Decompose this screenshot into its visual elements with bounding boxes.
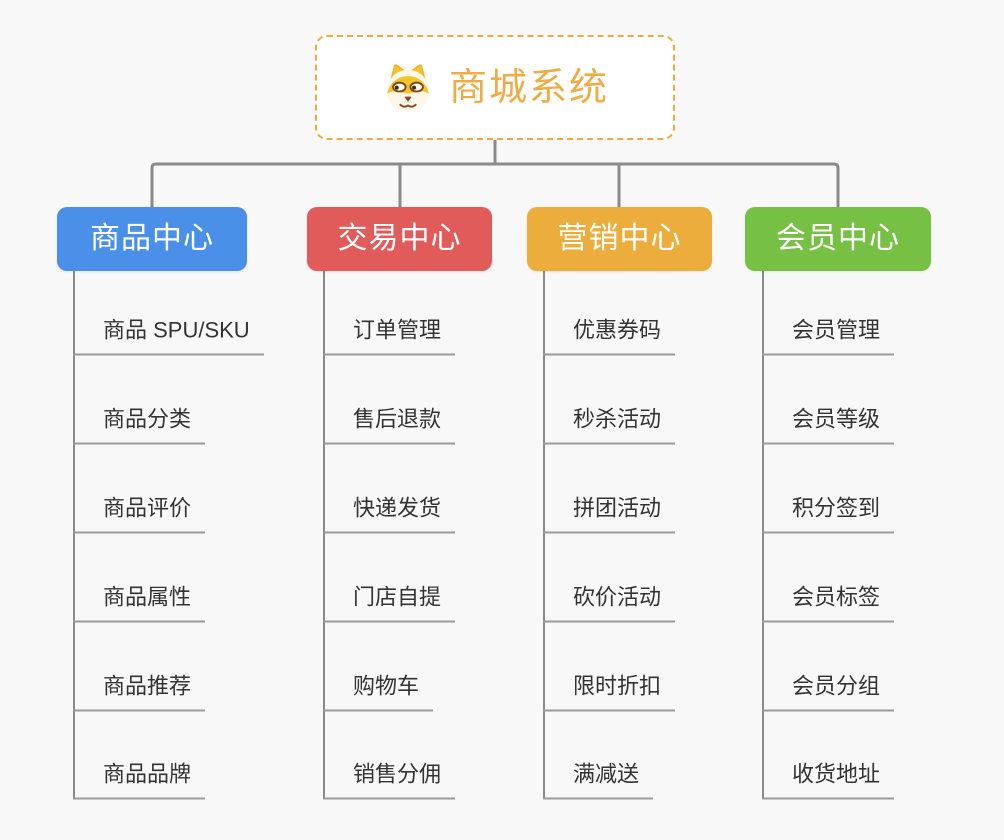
leaf-label: 销售分佣 (353, 761, 442, 787)
leaf-label: 商品评价 (103, 495, 192, 521)
branch-label: 商品中心 (90, 222, 214, 255)
branch-node-product-center[interactable]: 商品中心 (57, 207, 247, 271)
leaf-label: 收货地址 (792, 761, 881, 787)
leaf-label: 满减送 (573, 761, 640, 787)
leaf-label: 商品推荐 (103, 673, 192, 699)
branch-node-marketing-center[interactable]: 营销中心 (527, 207, 712, 271)
leaf-node[interactable]: 商品 SPU/SKU (73, 317, 264, 355)
leaf-label: 砍价活动 (573, 584, 662, 610)
leaf-label: 会员等级 (792, 406, 881, 432)
leaf-node[interactable]: 会员管理 (762, 317, 895, 355)
leaf-label: 拼团活动 (573, 495, 662, 521)
leaf-node[interactable]: 购物车 (323, 673, 434, 711)
leaf-node[interactable]: 订单管理 (323, 317, 456, 355)
leaf-node[interactable]: 商品评价 (73, 495, 206, 533)
leaf-label: 商品品牌 (103, 761, 192, 787)
leaf-label: 会员标签 (792, 584, 881, 610)
leaf-node[interactable]: 快递发货 (323, 495, 456, 533)
leaf-node[interactable]: 会员标签 (762, 584, 895, 622)
leaf-node[interactable]: 收货地址 (762, 761, 895, 799)
leaf-node[interactable]: 门店自提 (323, 584, 456, 622)
doge-icon (386, 63, 430, 112)
leaf-node[interactable]: 商品推荐 (73, 673, 206, 711)
leaf-label: 会员管理 (792, 317, 881, 343)
branch-node-member-center[interactable]: 会员中心 (745, 207, 931, 271)
leaf-node[interactable]: 优惠券码 (543, 317, 676, 355)
leaf-label: 积分签到 (792, 495, 881, 521)
leaf-node[interactable]: 积分签到 (762, 495, 895, 533)
root-node[interactable]: 商城系统 (315, 35, 675, 140)
leaf-label: 限时折扣 (573, 673, 662, 699)
leaf-label: 秒杀活动 (573, 406, 662, 432)
leaf-node[interactable]: 秒杀活动 (543, 406, 676, 444)
leaf-node[interactable]: 会员分组 (762, 673, 895, 711)
root-title: 商城系统 (448, 66, 609, 109)
leaf-node[interactable]: 砍价活动 (543, 584, 676, 622)
leaf-node[interactable]: 商品分类 (73, 406, 206, 444)
leaf-node[interactable]: 满减送 (543, 761, 654, 799)
branch-label: 营销中心 (557, 222, 682, 255)
leaf-node[interactable]: 商品品牌 (73, 761, 206, 799)
leaf-label: 商品 SPU/SKU (103, 317, 250, 343)
branch-node-trade-center[interactable]: 交易中心 (307, 207, 492, 271)
leaf-label: 快递发货 (353, 495, 442, 521)
leaf-label: 门店自提 (353, 584, 442, 610)
leaf-node[interactable]: 销售分佣 (323, 761, 456, 799)
leaf-label: 优惠券码 (573, 317, 662, 343)
leaf-label: 购物车 (353, 673, 420, 699)
leaf-label: 商品分类 (103, 406, 192, 432)
connector-bus (150, 162, 840, 207)
leaf-label: 订单管理 (353, 317, 442, 343)
leaf-label: 商品属性 (103, 584, 192, 610)
leaf-node[interactable]: 限时折扣 (543, 673, 676, 711)
leaf-label: 售后退款 (353, 406, 442, 432)
branch-label: 会员中心 (776, 222, 900, 255)
leaf-node[interactable]: 售后退款 (323, 406, 456, 444)
leaf-node[interactable]: 商品属性 (73, 584, 206, 622)
leaf-label: 会员分组 (792, 673, 881, 699)
leaf-node[interactable]: 拼团活动 (543, 495, 676, 533)
leaf-node[interactable]: 会员等级 (762, 406, 895, 444)
branch-label: 交易中心 (337, 222, 462, 255)
